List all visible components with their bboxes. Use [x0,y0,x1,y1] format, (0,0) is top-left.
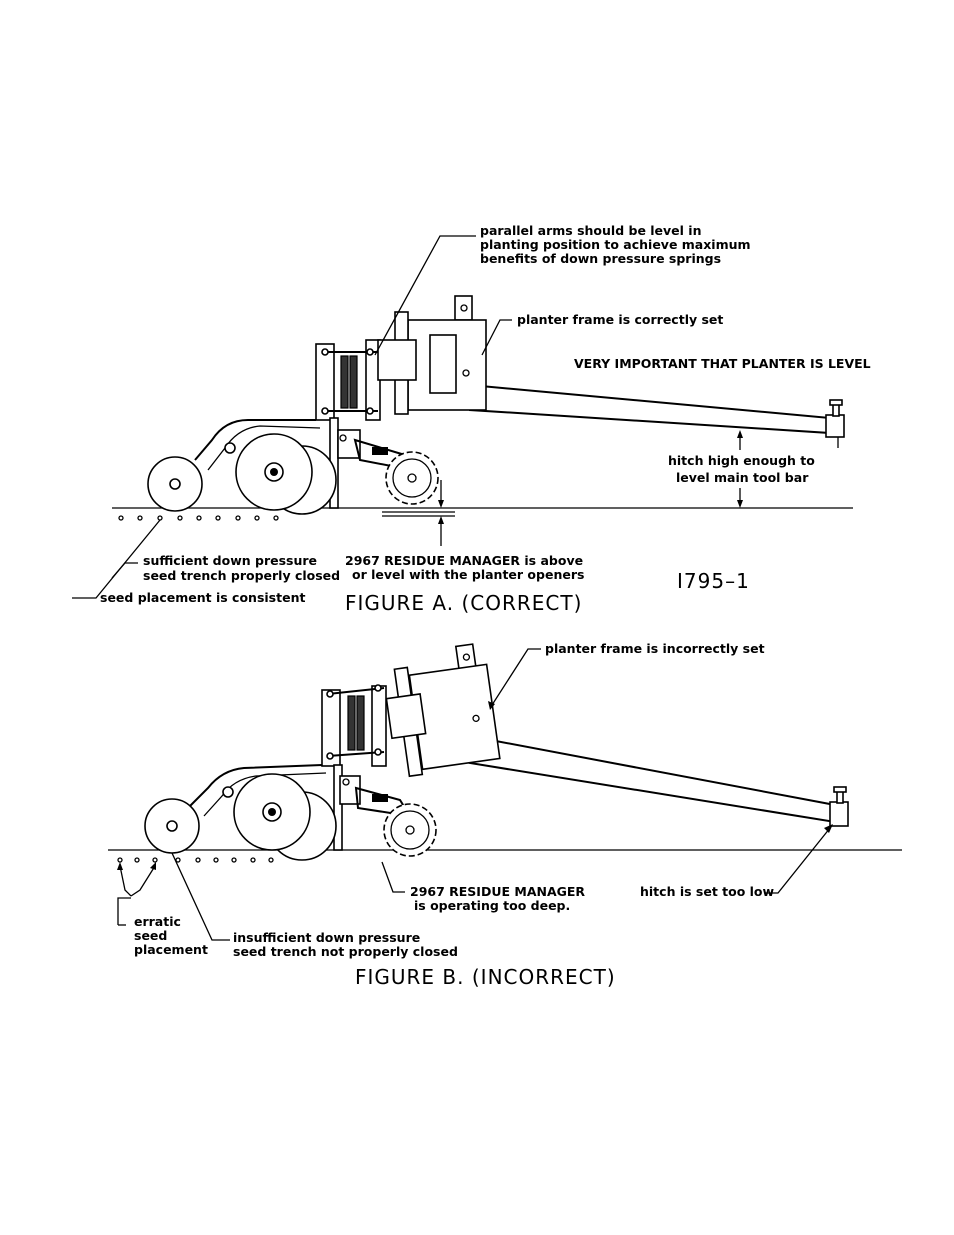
parallel-arms-note-line3: benefits of down pressure springs [480,251,721,266]
seed-dots-b [117,857,274,863]
planter-frame-note-a: planter frame is correctly set [517,312,723,327]
down-pressure-note-a-line2: seed trench properly closed [143,568,340,583]
planter-frame-b [385,643,501,778]
down-pressure-spring-a [340,355,358,409]
tongue-b [468,736,849,827]
figure-b-caption: FIGURE B. (INCORRECT) [355,965,616,989]
parallel-arms-b [321,684,387,767]
leader-lines-b [117,648,833,941]
residue-manager-note-b-line1: 2967 RESIDUE MANAGER [410,884,585,899]
planter-frame-a [394,295,487,415]
parallel-arms-note-line2: planting position to achieve maximum [480,237,751,252]
planter-level-note: VERY IMPORTANT THAT PLANTER IS LEVEL [574,356,871,371]
hitch-note-b: hitch is set too low [640,884,775,899]
leader-lines-a [72,235,743,599]
residue-manager-note-a-line2: or level with the planter openers [352,567,584,582]
down-pressure-note-a-line1: sufficient down pressure [143,553,317,568]
seed-placement-note-a: seed placement is consistent [100,590,305,605]
down-pressure-note-b-line1: insufficient down pressure [233,930,420,945]
erratic-note-line1: erratic [134,914,181,929]
residue-manager-note-b-line2: is operating too deep. [414,898,570,913]
erratic-note-line2: seed [134,928,167,943]
residue-manager-wheel-a [385,451,439,505]
gauge-wheels-b [144,773,337,861]
seed-dots-a [118,515,279,521]
tongue-a [469,383,845,448]
hitch-note-a-line1: hitch high enough to [668,453,815,468]
gauge-wheels-a [147,433,337,515]
erratic-note-line3: placement [134,942,208,957]
hitch-note-a-line2: level main tool bar [676,470,809,485]
residue-manager-wheel-b [383,803,437,857]
residue-manager-note-a-line1: 2967 RESIDUE MANAGER is above [345,553,583,568]
down-pressure-spring-b [347,695,365,751]
down-pressure-note-b-line2: seed trench not properly closed [233,944,458,959]
drawing-number: I795–1 [677,569,750,593]
parallel-arms-note-line1: parallel arms should be level in [480,223,701,238]
parallel-arms-a [315,339,417,421]
figure-b: planter frame is incorrectly set 2967 RE… [108,641,902,989]
planter-frame-note-b: planter frame is incorrectly set [545,641,765,656]
figure-a-caption: FIGURE A. (CORRECT) [345,591,582,615]
figure-a: parallel arms should be level in plantin… [72,223,871,615]
